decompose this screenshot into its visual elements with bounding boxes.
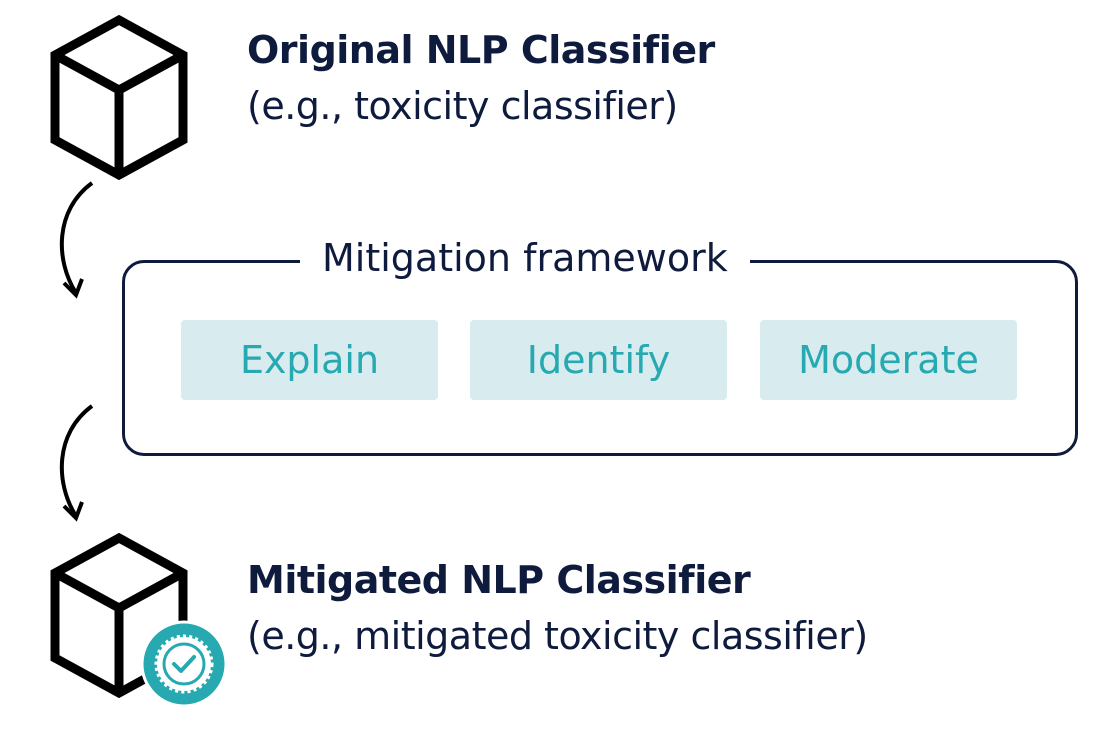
arrow-down-icon [59,181,94,299]
arrow-down-icon [59,404,94,522]
cube-icon [50,14,188,181]
mitigated-classifier-subtitle: (e.g., mitigated toxicity classifier) [247,614,868,658]
step-explain: Explain [181,320,438,400]
original-classifier-subtitle: (e.g., toxicity classifier) [247,84,678,128]
verified-badge-icon [140,620,228,708]
original-classifier-title: Original NLP Classifier [247,28,715,72]
cube-icon [50,532,188,699]
mitigated-classifier-title: Mitigated NLP Classifier [247,558,751,602]
mitigation-framework-title: Mitigation framework [300,236,750,280]
step-identify: Identify [470,320,727,400]
step-moderate: Moderate [760,320,1017,400]
